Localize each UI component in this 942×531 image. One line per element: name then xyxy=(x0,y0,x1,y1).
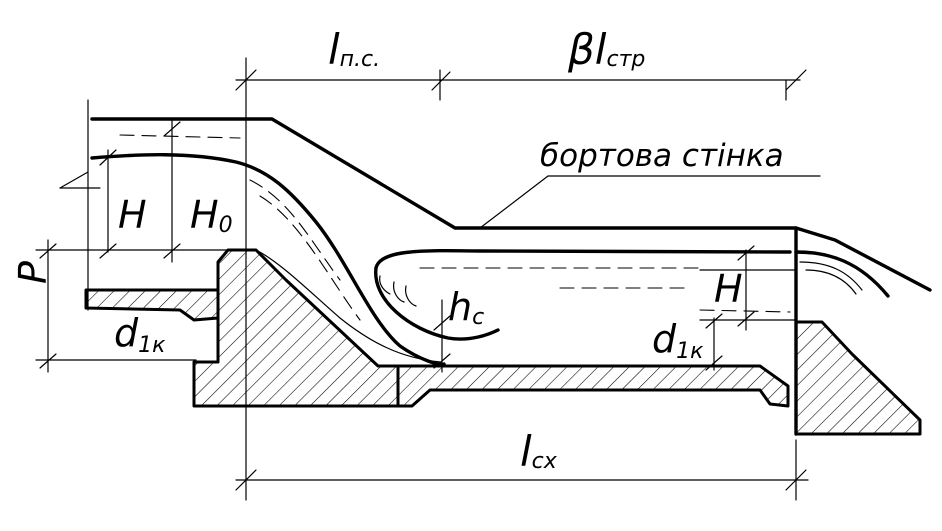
hydraulic-jump-roller xyxy=(374,248,792,270)
label-P: P xyxy=(11,261,55,284)
hydraulic-jump-front xyxy=(374,266,500,341)
water-surface-upstream xyxy=(90,153,446,367)
label-l-ps: lп.с. xyxy=(328,25,380,74)
dimension-line-lcx xyxy=(235,439,809,501)
approach-slab xyxy=(84,288,220,322)
downstream-surface-dashes xyxy=(419,267,791,313)
side-wall-line xyxy=(90,117,932,292)
downstream-bank xyxy=(794,320,922,436)
water-surface-downstream xyxy=(794,250,890,298)
label-d1k-right: d1к xyxy=(652,317,704,364)
downstream-flow-lines xyxy=(799,261,863,295)
water-flow-lines-upstream xyxy=(119,134,361,321)
weir-body xyxy=(192,248,400,408)
jump-eddies xyxy=(379,275,417,307)
label-d1k-left: d1к xyxy=(114,311,166,358)
dimension-lines-left xyxy=(35,99,231,373)
label-H0: H0 xyxy=(190,193,233,238)
label-H-left: H xyxy=(118,193,147,237)
wall-leader-line xyxy=(479,175,549,229)
label-H-right: H xyxy=(714,267,743,311)
label-l-cx: lсх xyxy=(520,427,558,476)
nappe-lower-line xyxy=(255,249,441,363)
stilling-basin-floor xyxy=(396,364,790,408)
label-side-wall: бортова стінка xyxy=(540,138,784,174)
dimension-lines-right xyxy=(433,245,797,373)
label-beta-l-str: βlстр xyxy=(567,25,645,74)
label-hc: hc xyxy=(448,285,484,330)
